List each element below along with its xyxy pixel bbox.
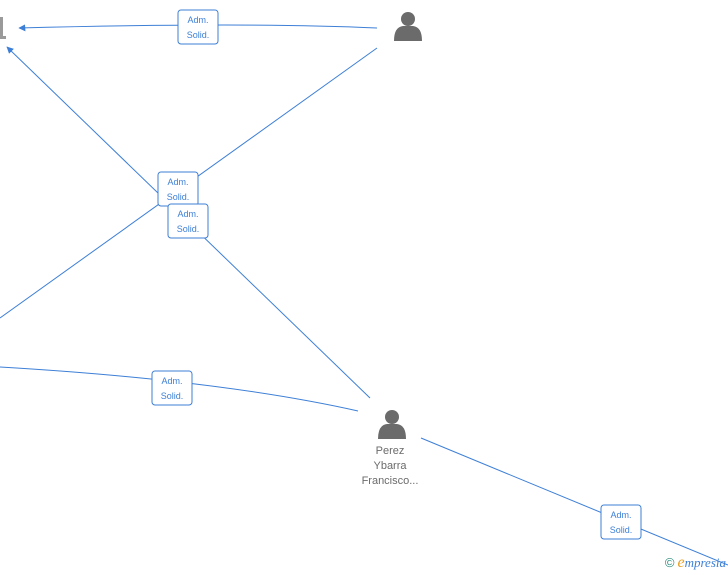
building-icon[interactable] [0,17,6,39]
edge-perez-to-left[interactable] [0,366,359,412]
edge-badge[interactable]: Adm. Solid. [167,203,209,239]
empresia-logo[interactable]: ©empresia [665,554,726,572]
svg-text:Adm.: Adm. [161,376,182,386]
svg-text:Solid.: Solid. [167,192,190,202]
edge-badge[interactable]: Adm. Solid. [157,171,199,207]
person-name-line: Perez [375,445,405,457]
svg-text:Adm.: Adm. [167,177,188,187]
svg-text:Adm.: Adm. [610,510,631,520]
edge-badge[interactable]: Adm. Solid. [151,370,193,406]
brand-initial: e [677,554,685,571]
svg-text:Solid.: Solid. [610,525,633,535]
svg-text:Adm.: Adm. [177,209,198,219]
edge-perez-to-bottom-right[interactable] [420,437,728,566]
svg-text:Solid.: Solid. [177,224,200,234]
svg-text:Solid.: Solid. [187,30,210,40]
edge-badge[interactable]: Adm. Solid. [600,504,642,540]
svg-text:Solid.: Solid. [161,391,184,401]
svg-text:Adm.: Adm. [187,15,208,25]
person-name-line: Francisco... [361,475,419,487]
edge-badge[interactable]: Adm. Solid. [177,9,219,45]
brand-name: mpresia [684,555,726,570]
edge-top-person-to-company[interactable] [18,24,378,32]
person-icon[interactable] [378,410,406,439]
person-name-line: Ybarra [373,460,407,472]
person-icon[interactable] [394,12,422,41]
copyright-symbol: © [664,555,675,570]
person-node-label[interactable]: Perez Ybarra Francisco... [335,444,445,489]
